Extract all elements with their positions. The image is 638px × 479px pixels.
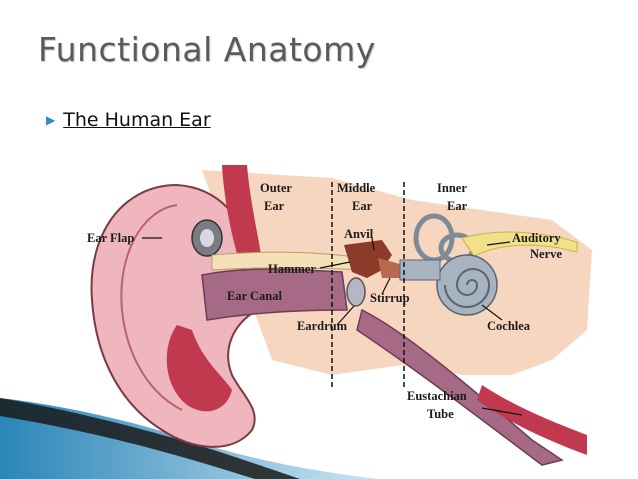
- bullet-item: ▶ The Human Ear: [46, 106, 211, 134]
- label-cochlea: Cochlea: [487, 319, 531, 333]
- label-ear-canal: Ear Canal: [227, 289, 283, 303]
- leader-eustachian-tube: [481, 407, 523, 416]
- leader-stirrup: [381, 277, 391, 295]
- label-middle-ear-1: Middle: [337, 181, 376, 195]
- label-stirrup: Stirrup: [370, 291, 410, 305]
- leader-hammer: [319, 261, 351, 269]
- slide-title: Functional Anatomy: [38, 30, 376, 69]
- label-auditory-nerve-2: Nerve: [530, 247, 562, 261]
- label-hammer: Hammer: [268, 262, 316, 276]
- label-inner-ear-1: Inner: [437, 181, 467, 195]
- ear-anatomy-diagram: Outer Ear Middle Ear Inner Ear Ear Flap …: [87, 165, 592, 466]
- label-eustachian-tube-2: Tube: [427, 407, 454, 421]
- leader-anvil: [371, 237, 375, 251]
- label-auditory-nerve-1: Auditory: [512, 231, 561, 245]
- eardrum-shape: [346, 277, 366, 307]
- cochlea-shape: [436, 254, 498, 316]
- concha-shape: [166, 325, 232, 412]
- label-anvil: Anvil: [344, 227, 374, 241]
- label-middle-ear-2: Ear: [352, 199, 373, 213]
- helix-crest: [222, 165, 262, 270]
- label-inner-ear-2: Ear: [447, 199, 468, 213]
- eustachian-tube-shape: [356, 308, 564, 466]
- ossicles-shape: [344, 240, 392, 278]
- label-eardrum: Eardrum: [297, 319, 348, 333]
- label-ear-flap: Ear Flap: [87, 231, 134, 245]
- bullet-text: The Human Ear: [63, 109, 211, 131]
- leader-auditory-nerve: [486, 241, 511, 246]
- label-outer-ear-1: Outer: [260, 181, 292, 195]
- label-outer-ear-2: Ear: [264, 199, 285, 213]
- leader-eardrum: [336, 305, 355, 326]
- bullet-arrow-icon: ▶: [46, 113, 56, 127]
- ear-flap-inner-fold: [120, 204, 183, 411]
- ear-canal-shape: [201, 268, 348, 321]
- auditory-nerve-shape: [461, 231, 578, 257]
- leader-cochlea: [481, 304, 503, 321]
- label-eustachian-tube-1: Eustachian: [407, 389, 467, 403]
